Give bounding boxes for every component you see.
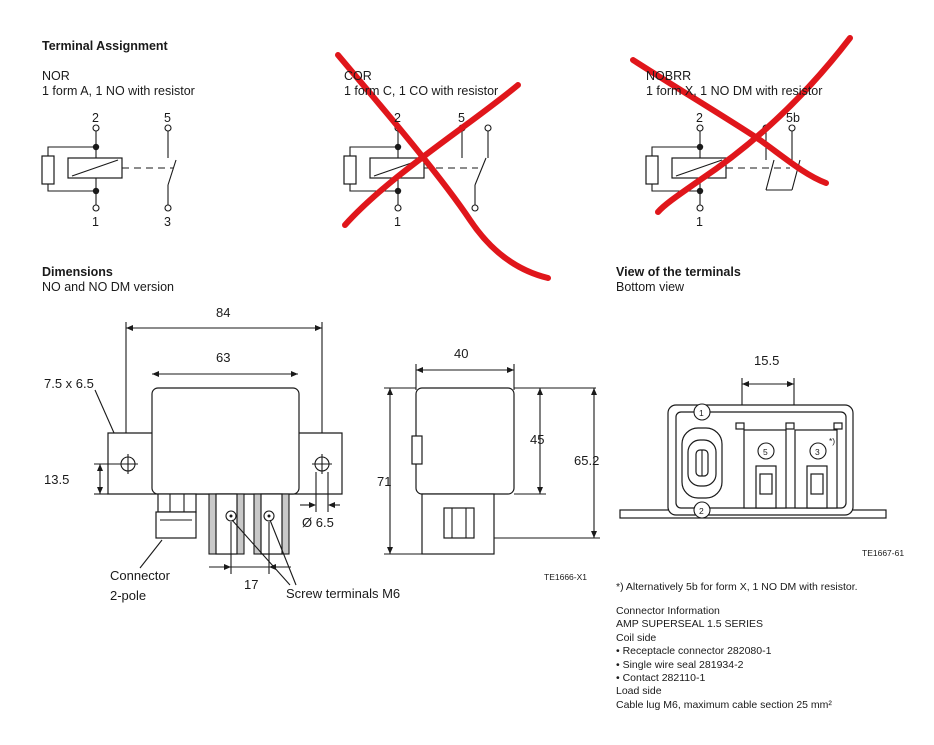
nor-title: NOR — [42, 69, 70, 83]
figure-id-terminals: TE1667-61 — [862, 548, 905, 558]
connector-info-contact: • Contact 282110-1 — [616, 672, 706, 685]
nor-terminal-3: 3 — [164, 215, 171, 229]
dim-71: 71 — [377, 474, 392, 489]
dim-13-5: 13.5 — [44, 472, 70, 487]
nor-terminal-2: 2 — [92, 111, 99, 125]
connector-pole-label: 2-pole — [110, 588, 147, 603]
cor-description: 1 form C, 1 CO with resistor — [344, 84, 499, 98]
footnote-marker: *) — [829, 436, 836, 446]
dim-phi-6-5: Ø 6.5 — [302, 515, 334, 530]
nor-description: 1 form A, 1 NO with resistor — [42, 84, 195, 98]
nobrr-schematic — [645, 124, 801, 212]
cor-terminal-2: 2 — [394, 111, 401, 125]
dimensions-subtitle: NO and NO DM version — [42, 280, 174, 294]
red-cross-cor — [335, 52, 551, 281]
connector-info-receptacle: • Receptacle connector 282080-1 — [616, 645, 772, 658]
dim-63: 63 — [216, 350, 231, 365]
connector-info-coil-side: Coil side — [616, 631, 657, 644]
nor-terminal-5: 5 — [164, 111, 171, 125]
dim-45: 45 — [530, 432, 545, 447]
terminals-view-heading: View of the terminals — [616, 265, 741, 279]
dim-hole: 7.5 x 6.5 — [44, 376, 94, 391]
connector-info-series: AMP SUPERSEAL 1.5 SERIES — [616, 618, 764, 631]
relay-side-view — [384, 364, 600, 555]
cor-terminal-1: 1 — [394, 215, 401, 229]
nobrr-title: NOBRR — [646, 69, 692, 83]
connector-info-title: Connector Information — [616, 605, 720, 617]
connector-label: Connector — [110, 568, 170, 583]
relay-front-view — [94, 322, 343, 586]
nobrr-description: 1 form X, 1 NO DM with resistor — [646, 84, 823, 98]
pin-5-label: 5 — [763, 447, 768, 457]
cor-terminal-5: 5 — [458, 111, 465, 125]
dim-40: 40 — [454, 346, 469, 361]
dim-84: 84 — [216, 305, 231, 320]
red-cross-nobrr — [630, 35, 853, 215]
terminal-assignment-heading: Terminal Assignment — [42, 39, 168, 53]
pin-1-label: 1 — [699, 408, 704, 418]
connector-information: Connector Information AMP SUPERSEAL 1.5 … — [616, 605, 832, 712]
nobrr-terminal-1: 1 — [696, 215, 703, 229]
footnote: *) Alternatively 5b for form X, 1 NO DM … — [616, 581, 858, 593]
screw-terminals-label: Screw terminals M6 — [286, 586, 401, 601]
dim-17: 17 — [244, 577, 259, 592]
nobrr-terminal-2: 2 — [696, 111, 703, 125]
pin-3-label: 3 — [815, 447, 820, 457]
terminal-bottom-view — [619, 378, 887, 519]
cor-schematic — [343, 124, 492, 212]
connector-info-load-side: Load side — [616, 685, 662, 698]
pin-2-label: 2 — [699, 506, 704, 516]
dim-65-2: 65.2 — [574, 453, 600, 468]
nor-schematic — [41, 124, 177, 212]
terminals-view-subtitle: Bottom view — [616, 280, 685, 294]
dim-15-5: 15.5 — [754, 353, 780, 368]
connector-info-cable: Cable lug M6, maximum cable section 25 m… — [616, 698, 832, 711]
nor-terminal-1: 1 — [92, 215, 99, 229]
connector-info-seal: • Single wire seal 281934-2 — [616, 658, 744, 671]
dimensions-heading: Dimensions — [42, 265, 113, 279]
nobrr-terminal-5b: 5b — [786, 111, 800, 125]
figure-id-dimensions: TE1666-X1 — [544, 572, 587, 582]
cor-title: COR — [344, 69, 372, 83]
